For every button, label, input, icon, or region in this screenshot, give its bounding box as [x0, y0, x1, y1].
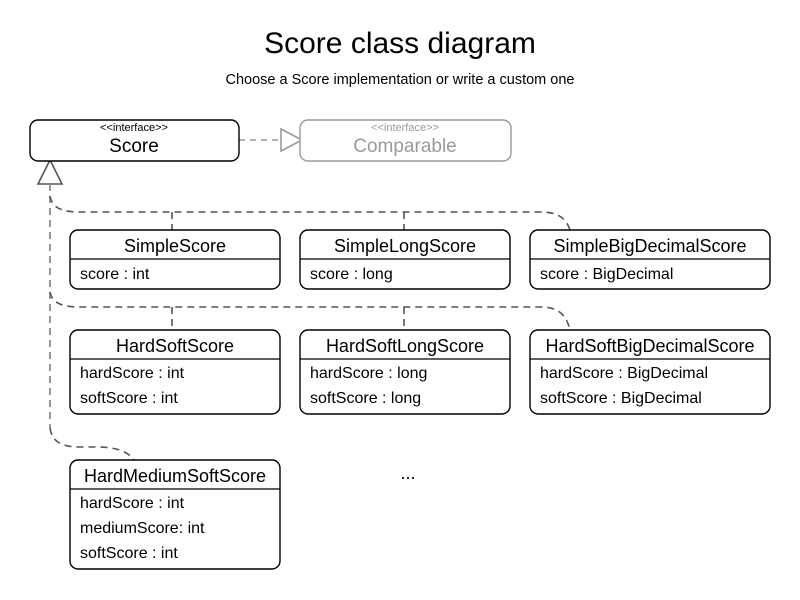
- hard-soft-big-decimal-score-attribute-1: hardScore : BigDecimal: [540, 365, 708, 382]
- interface-box-comparable[interactable]: <<interface>> Comparable: [299, 119, 512, 162]
- class-box-simple-big-decimal-score[interactable]: SimpleBigDecimalScore score : BigDecimal: [529, 229, 771, 290]
- interface-box-score[interactable]: <<interface>> Score: [29, 119, 240, 162]
- simple-big-decimal-score-name: SimpleBigDecimalScore: [553, 236, 746, 256]
- hard-soft-long-score-attribute-1: hardScore : long: [310, 365, 427, 382]
- simple-long-score-attribute: score : long: [310, 266, 393, 283]
- interface-comparable-stereotype: <<interface>>: [371, 122, 439, 134]
- hard-medium-soft-score-name: HardMediumSoftScore: [84, 466, 266, 486]
- class-box-hard-soft-big-decimal-score[interactable]: HardSoftBigDecimalScore hardScore : BigD…: [529, 329, 771, 415]
- page-title: Score class diagram: [264, 27, 536, 60]
- simple-long-score-name: SimpleLongScore: [334, 236, 476, 256]
- simple-score-attribute: score : int: [80, 266, 150, 283]
- interface-comparable-name: Comparable: [353, 136, 457, 157]
- hard-soft-score-attribute-2: softScore : int: [80, 390, 178, 407]
- hard-soft-big-decimal-score-attribute-2: softScore : BigDecimal: [540, 390, 702, 407]
- hard-soft-score-name: HardSoftScore: [116, 336, 234, 356]
- hard-soft-big-decimal-score-frame: [529, 329, 771, 415]
- hard-medium-soft-score-frame: [69, 459, 281, 570]
- page-subtitle: Choose a Score implementation or write a…: [226, 72, 575, 88]
- class-box-hard-soft-long-score[interactable]: HardSoftLongScore hardScore : long softS…: [299, 329, 511, 415]
- realization-connector: [239, 127, 304, 153]
- interface-score-stereotype: <<interface>>: [100, 122, 168, 134]
- hard-soft-score-attribute-1: hardScore : int: [80, 365, 185, 382]
- class-box-hard-soft-score[interactable]: HardSoftScore hardScore : int softScore …: [69, 329, 281, 415]
- simple-score-name: SimpleScore: [124, 236, 226, 256]
- interface-comparable-frame: [299, 119, 512, 162]
- hard-soft-long-score-attribute-2: softScore : long: [310, 390, 421, 407]
- hard-medium-soft-score-attribute-3: softScore : int: [80, 545, 178, 562]
- inheritance-branch-row1: [49, 195, 571, 231]
- inheritance-connectors: [36, 158, 571, 461]
- class-box-simple-long-score[interactable]: SimpleLongScore score : long: [299, 229, 511, 290]
- hard-soft-big-decimal-score-name: HardSoftBigDecimalScore: [545, 336, 754, 356]
- class-box-hard-medium-soft-score[interactable]: HardMediumSoftScore hardScore : int medi…: [69, 459, 281, 570]
- hard-soft-long-score-frame: [299, 329, 511, 415]
- hard-soft-score-frame: [69, 329, 281, 415]
- hard-medium-soft-score-attribute-1: hardScore : int: [80, 495, 185, 512]
- inheritance-branch-row3: [49, 427, 135, 461]
- hard-soft-long-score-name: HardSoftLongScore: [326, 336, 484, 356]
- interface-score-frame: [29, 119, 240, 162]
- more-implementations-ellipsis: ...: [400, 463, 415, 483]
- inheritance-branch-row2: [49, 291, 571, 331]
- interface-score-name: Score: [109, 136, 159, 157]
- class-box-simple-score[interactable]: SimpleScore score : int: [69, 229, 281, 290]
- simple-big-decimal-score-attribute: score : BigDecimal: [540, 266, 673, 283]
- realization-arrowhead-icon: [280, 127, 304, 153]
- inheritance-triangle-icon: [36, 158, 64, 185]
- hard-medium-soft-score-attribute-2: mediumScore: int: [80, 520, 205, 537]
